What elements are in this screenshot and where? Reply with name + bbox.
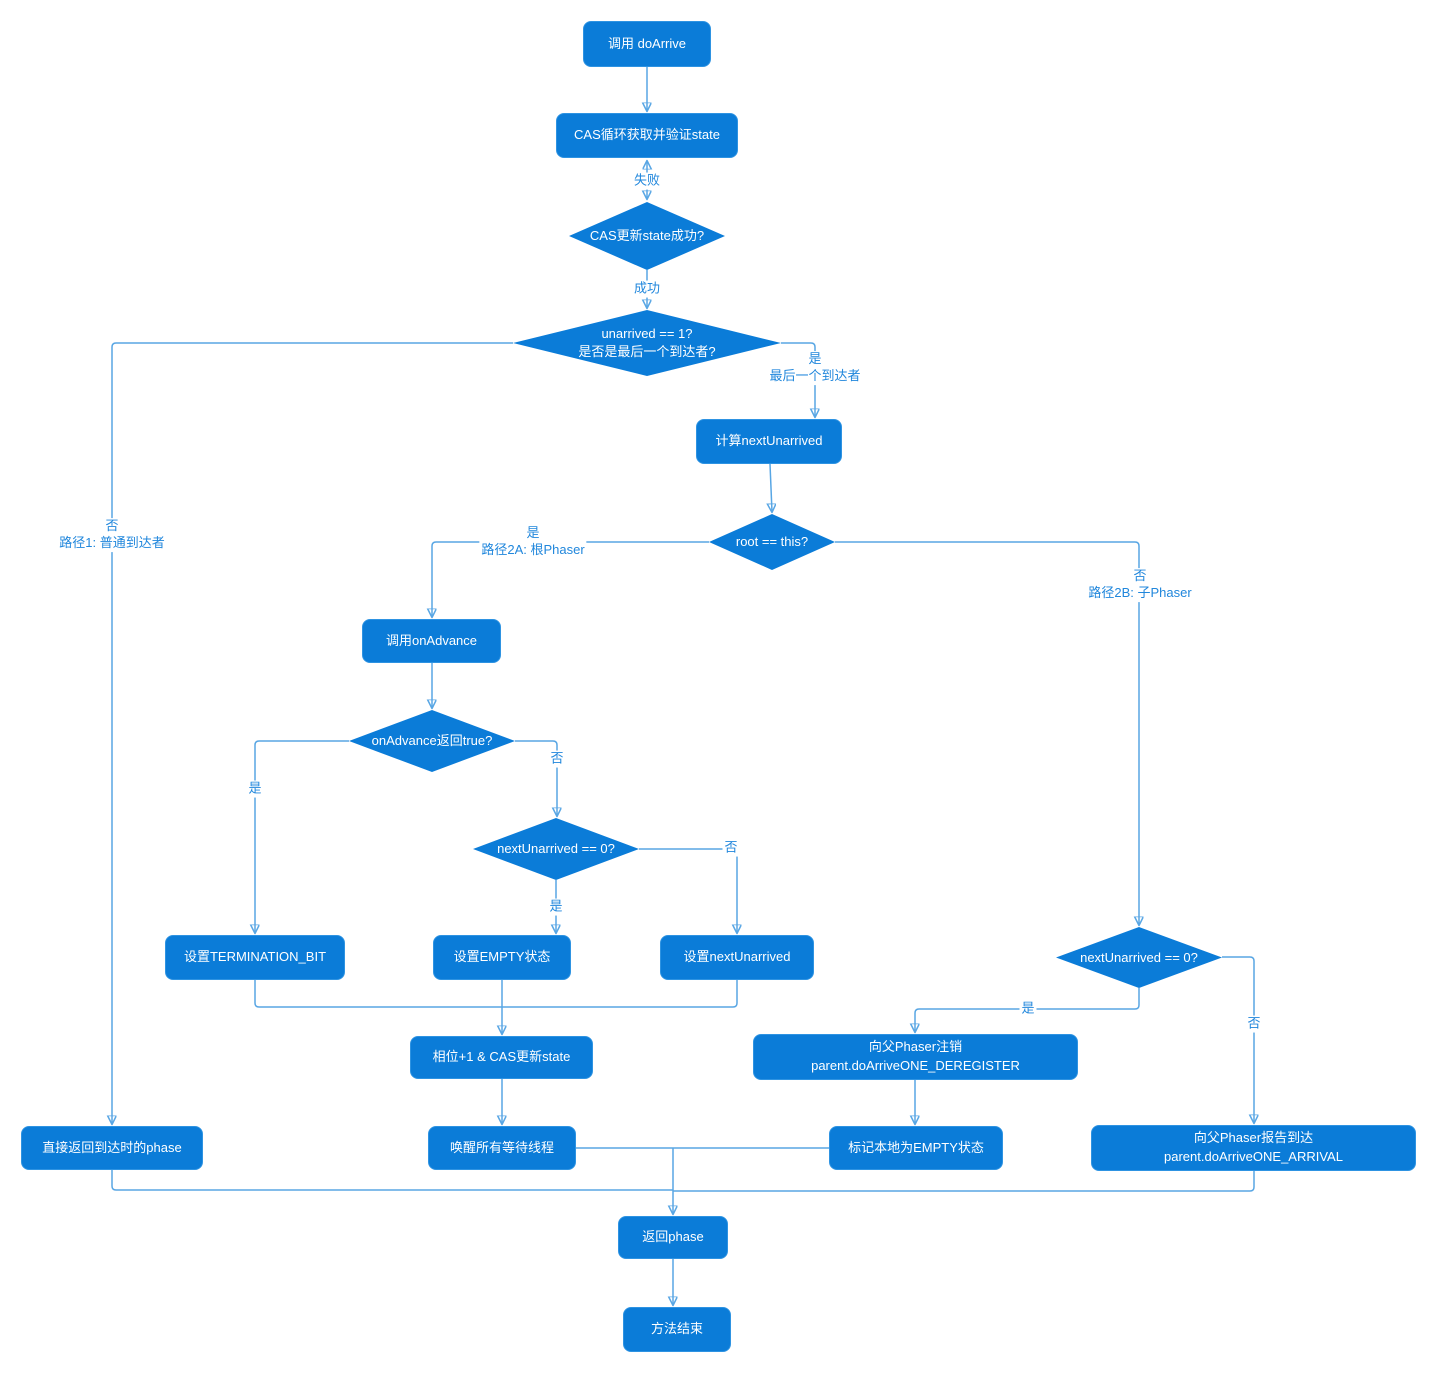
decision-on-advance-true: onAdvance返回true? (349, 710, 515, 772)
decision-last-arrival: unarrived == 1? 是否是最后一个到达者? (513, 310, 781, 376)
edge-label-childzero-no: 否 (1245, 1015, 1263, 1033)
edge-onadvancetrue-settermination (255, 740, 349, 933)
diamond-shape (513, 310, 781, 376)
edge-returndirect-junction (111, 1170, 673, 1191)
diamond-shape (349, 710, 515, 772)
node-on-advance-label: 调用onAdvance (385, 632, 478, 648)
decision-last-arrival-label: unarrived == 1? 是否是最后一个到达者? (578, 325, 715, 360)
node-cas-loop-label: CAS循环获取并验证state (574, 127, 720, 143)
node-mark-empty: 标记本地为EMPTY状态 (829, 1126, 1003, 1170)
edge-label-fail: 失败 (631, 172, 663, 190)
node-report-parent-line1: 向父Phaser报告到达 (1193, 1130, 1314, 1146)
diamond-shape (569, 202, 725, 270)
edge-label-yes-root-line2: 路径2A: 根Phaser (481, 542, 585, 557)
edge-lastarrival-calcnext (781, 342, 815, 417)
edge-label-yes-last-line2: 最后一个到达者 (769, 368, 861, 383)
node-start-label: 调用 doArrive (607, 35, 687, 51)
edge-label-yes-root-line1: 是 (526, 525, 540, 541)
edge-label-onadvance-no: 否 (548, 750, 566, 768)
decision-on-advance-true-label: onAdvance返回true? (371, 733, 493, 749)
decision-cas-ok: CAS更新state成功? (569, 202, 725, 270)
edge-merge-bottom-of-sets (254, 980, 738, 1008)
decision-next-zero-child-label: nextUnarrived == 0? (1080, 949, 1198, 965)
decision-last-arrival-line1: unarrived == 1? (601, 326, 693, 342)
edge-rootthis-nextzerochild (835, 541, 1139, 925)
edge-label-yes-root: 是 路径2A: 根Phaser (479, 525, 587, 559)
decision-root-this-label: root == this? (735, 534, 809, 550)
edge-label-no-normal: 否 路径1: 普通到达者 (57, 518, 167, 552)
diamond-shape (1056, 927, 1222, 988)
node-end-label: 方法结束 (650, 1321, 703, 1337)
edge-label-no-child: 否 路径2B: 子Phaser (1086, 568, 1194, 602)
node-return-phase: 返回phase (618, 1216, 728, 1259)
node-wake-all-label: 唤醒所有等待线程 (449, 1139, 554, 1155)
edge-label-no-child-line1: 否 (1133, 568, 1147, 584)
node-return-direct: 直接返回到达时的phase (21, 1126, 203, 1170)
node-cas-loop: CAS循环获取并验证state (556, 113, 738, 158)
node-set-termination: 设置TERMINATION_BIT (165, 935, 345, 980)
diamond-shape (473, 818, 639, 880)
edge-nextzerochild-report (1222, 956, 1254, 1123)
node-phase-plus: 相位+1 & CAS更新state (410, 1036, 593, 1079)
node-set-empty-label: 设置EMPTY状态 (453, 949, 551, 965)
edge-label-success: 成功 (631, 280, 663, 298)
node-start: 调用 doArrive (583, 21, 711, 67)
edge-nextzero-setnextunarrived (639, 848, 737, 933)
node-on-advance: 调用onAdvance (362, 619, 501, 663)
diamond-shape (709, 514, 835, 570)
edge-lastarrival-returndirect (112, 342, 513, 1124)
node-wake-all: 唤醒所有等待线程 (428, 1126, 576, 1170)
node-set-next-unarrived-label: 设置nextUnarrived (683, 949, 791, 965)
node-calc-next-label: 计算nextUnarrived (715, 433, 823, 449)
node-report-parent: 向父Phaser报告到达 parent.doArriveONE_ARRIVAL (1091, 1125, 1416, 1171)
node-calc-next: 计算nextUnarrived (696, 419, 842, 464)
node-return-phase-label: 返回phase (642, 1229, 704, 1245)
node-deregister-parent: 向父Phaser注销 parent.doArriveONE_DEREGISTER (753, 1034, 1078, 1080)
edge-onadvancetrue-nextzero (515, 740, 557, 816)
node-deregister-parent-line2: parent.doArriveONE_DEREGISTER (811, 1058, 1020, 1073)
node-mark-empty-label: 标记本地为EMPTY状态 (848, 1139, 984, 1155)
node-report-parent-line2: parent.doArriveONE_ARRIVAL (1164, 1149, 1343, 1164)
decision-root-this: root == this? (709, 514, 835, 570)
decision-cas-ok-label: CAS更新state成功? (589, 228, 705, 244)
edge-label-no-child-line2: 路径2B: 子Phaser (1088, 585, 1192, 600)
node-set-termination-label: 设置TERMINATION_BIT (183, 949, 327, 965)
edge-label-no-normal-line1: 否 (105, 518, 119, 534)
node-deregister-parent-line1: 向父Phaser注销 (868, 1039, 963, 1055)
node-phase-plus-label: 相位+1 & CAS更新state (432, 1049, 571, 1065)
edge-label-yes-last-line1: 是 (808, 351, 822, 367)
edge-label-nextzero-yes: 是 (547, 898, 565, 916)
node-set-empty: 设置EMPTY状态 (433, 935, 571, 980)
node-return-direct-label: 直接返回到达时的phase (42, 1139, 182, 1155)
edge-label-yes-last: 是 最后一个到达者 (767, 351, 863, 385)
decision-next-zero-child: nextUnarrived == 0? (1056, 927, 1222, 988)
edge-rootthis-onadvance (432, 541, 709, 617)
edge-label-no-normal-line2: 路径1: 普通到达者 (59, 535, 165, 550)
edge-calcnext-rootthis (770, 463, 772, 512)
node-set-next-unarrived: 设置nextUnarrived (660, 935, 814, 980)
decision-last-arrival-line2: 是否是最后一个到达者? (578, 344, 716, 359)
edge-label-onadvance-yes: 是 (246, 780, 264, 798)
decision-next-zero: nextUnarrived == 0? (473, 818, 639, 880)
node-end: 方法结束 (623, 1307, 731, 1352)
edge-report-junction (673, 1171, 1255, 1192)
edge-label-childzero-yes: 是 (1019, 1000, 1037, 1018)
edge-label-nextzero-no: 否 (722, 839, 740, 857)
decision-next-zero-label: nextUnarrived == 0? (497, 841, 615, 857)
